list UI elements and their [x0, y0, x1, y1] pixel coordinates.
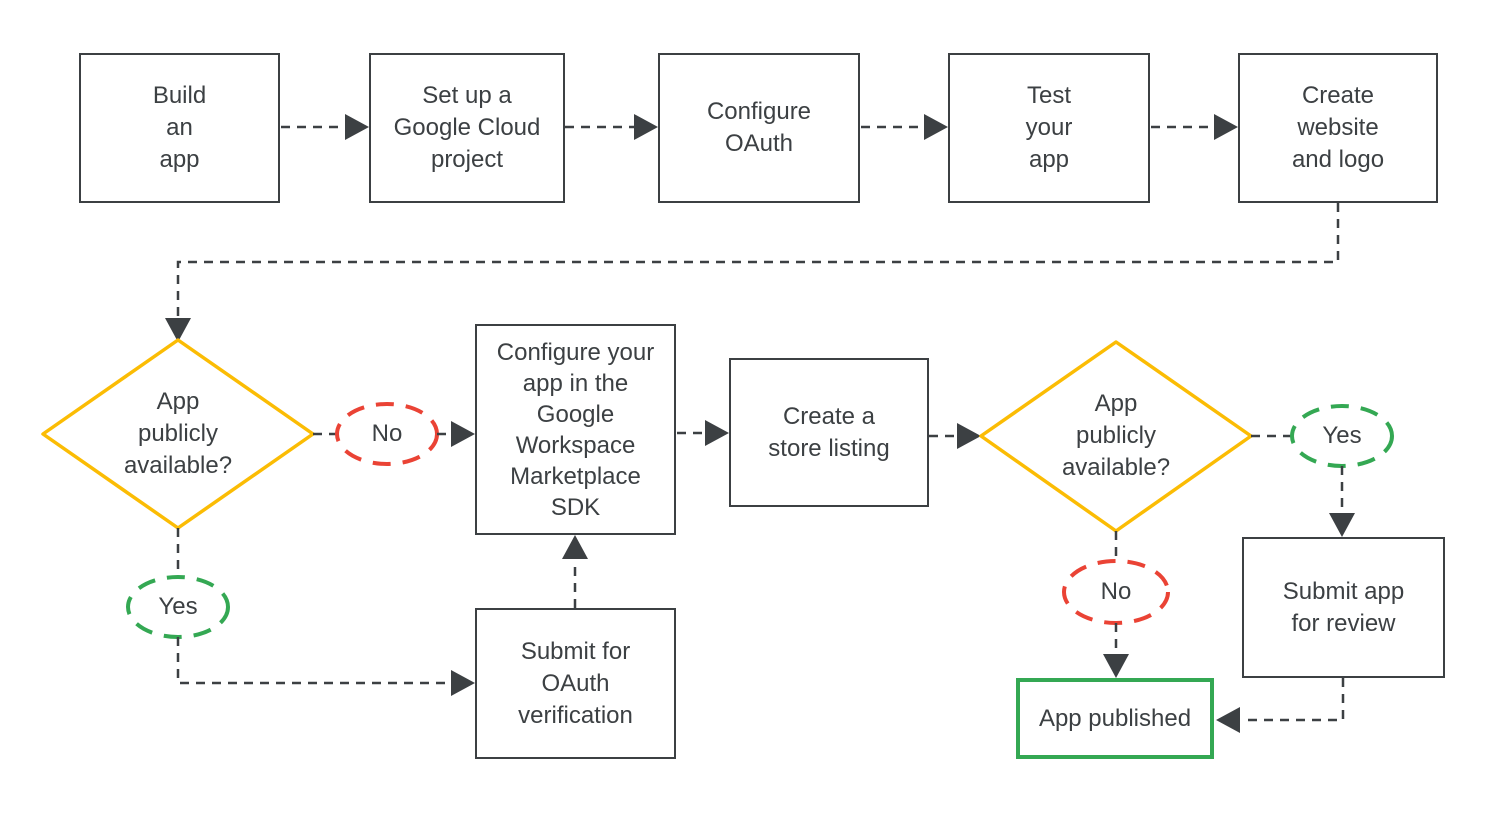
node-submit-review: Submit app for review	[1242, 537, 1445, 678]
node-submit-review-label: Submit app for review	[1282, 577, 1405, 637]
node-build-app: Build an app	[79, 53, 280, 203]
node-app-published: App published	[1016, 678, 1214, 759]
arrowhead-submit-oauth-to-sdk	[562, 535, 588, 559]
node-build-app-label: Build an app	[152, 82, 207, 173]
node-submit-oauth-label: Submit for OAuth verification	[518, 637, 633, 729]
arrowhead-no2-to-published	[1103, 654, 1129, 678]
node-configure-sdk: Configure your app in the Google Workspa…	[475, 324, 676, 535]
node-store-listing: Create a store listing	[729, 358, 929, 507]
arrowhead-website-to-decision1	[165, 318, 191, 342]
node-app-published-label: App published	[1038, 704, 1192, 732]
arrowhead-build-to-setup	[345, 114, 369, 140]
arrowhead-sdk-to-listing	[705, 420, 729, 446]
arrowhead-no1-to-sdk	[451, 421, 475, 447]
arrowhead-yes2-to-review	[1329, 513, 1355, 537]
node-test-app: Test your app	[948, 53, 1150, 203]
node-configure-sdk-label: Configure your app in the Google Workspa…	[496, 338, 655, 521]
no2-label: No	[1100, 578, 1132, 605]
no1-label: No	[371, 420, 403, 447]
no1-label-wrap: No	[337, 404, 437, 464]
connector-yes1-to-submit-oauth	[176, 637, 452, 685]
no2-label-wrap: No	[1064, 561, 1168, 623]
node-create-website-label: Create website and logo	[1291, 82, 1385, 173]
node-configure-oauth: Configure OAuth	[658, 53, 860, 203]
arrowhead-test-to-website	[1214, 114, 1238, 140]
node-test-app-label: Test your app	[1025, 82, 1073, 173]
connector-website-to-decision1	[176, 203, 1340, 319]
yes1-label: Yes	[158, 593, 198, 620]
decision2-label: App publicly available?	[1061, 390, 1171, 481]
arrowhead-yes1-to-submit-oauth	[451, 670, 475, 696]
decision2-label-wrap: App publicly available?	[1016, 376, 1216, 496]
arrowhead-review-to-published	[1216, 707, 1240, 733]
node-setup-project-label: Set up a Google Cloud project	[393, 82, 541, 173]
connector-review-to-published	[1241, 678, 1345, 722]
decision1-label-wrap: App publicly available?	[78, 374, 278, 494]
yes2-label: Yes	[1322, 422, 1362, 449]
node-create-website: Create website and logo	[1238, 53, 1438, 203]
node-setup-project: Set up a Google Cloud project	[369, 53, 565, 203]
yes2-label-wrap: Yes	[1292, 406, 1392, 466]
decision1-label: App publicly available?	[123, 388, 233, 479]
node-configure-oauth-label: Configure OAuth	[706, 98, 812, 157]
node-submit-oauth: Submit for OAuth verification	[475, 608, 676, 759]
arrowhead-listing-to-decision2	[957, 423, 981, 449]
arrowhead-oauth-to-test	[924, 114, 948, 140]
node-store-listing-label: Create a store listing	[768, 402, 890, 462]
arrowhead-setup-to-oauth	[634, 114, 658, 140]
yes1-label-wrap: Yes	[128, 577, 228, 637]
